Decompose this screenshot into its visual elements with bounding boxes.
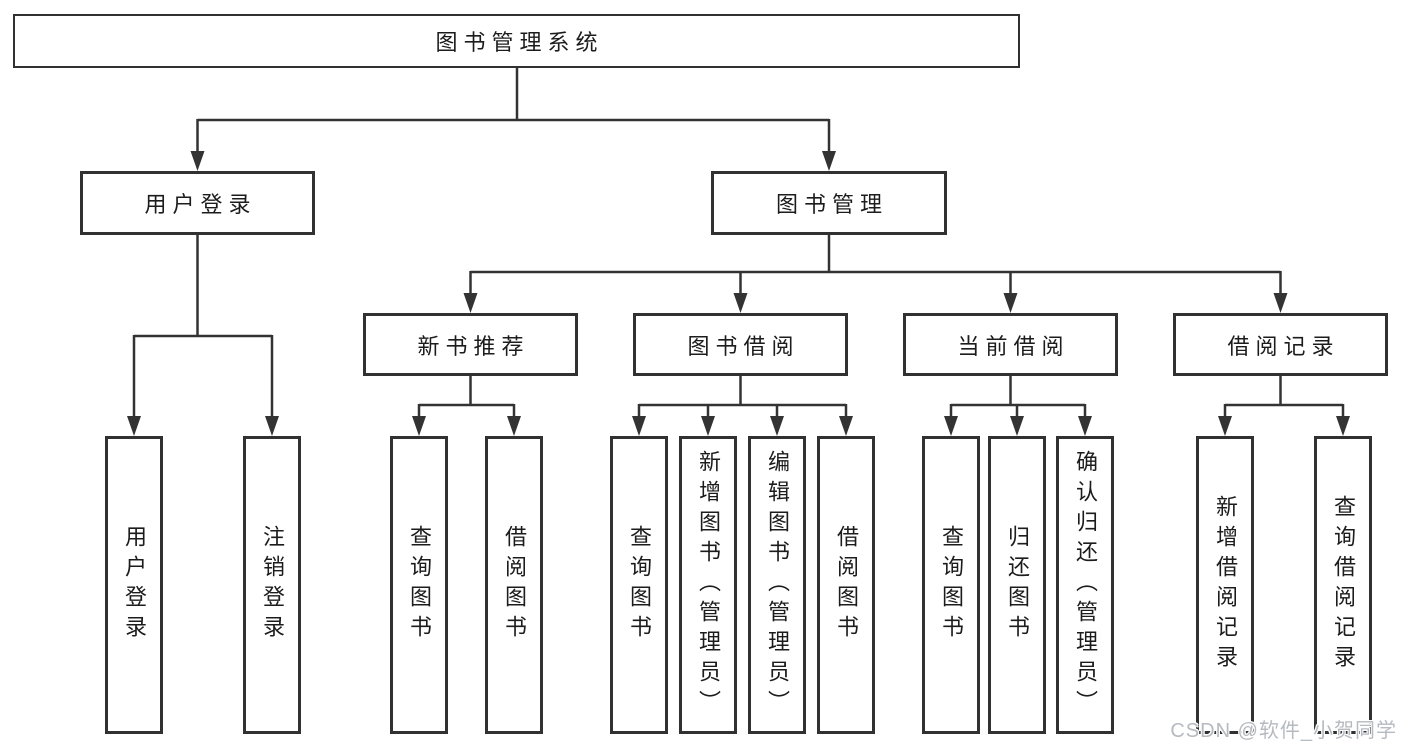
leaf-add-books-admin: 新增图书（管理员） xyxy=(679,436,737,734)
leaf-borrow-books-borrowing: 借阅图书 xyxy=(817,436,875,734)
leaf-edit-books-admin: 编辑图书（管理员） xyxy=(748,436,806,734)
node-label: 查询图书 xyxy=(939,525,964,645)
node-label: 借阅记录 xyxy=(1227,333,1340,359)
leaf-add-borrow-record: 新增借阅记录 xyxy=(1196,436,1254,734)
arrowhead-icons xyxy=(127,151,1350,436)
node-current-borrowing: 当前借阅 xyxy=(903,313,1118,376)
node-label: 用户登录 xyxy=(144,192,257,217)
node-borrowing-records: 借阅记录 xyxy=(1173,313,1388,376)
node-label: 借阅图书 xyxy=(502,525,527,645)
node-label: 新书推荐 xyxy=(417,333,530,359)
node-label: 确认归还（管理员） xyxy=(1073,450,1098,720)
node-book-management: 图书管理 xyxy=(711,171,947,235)
node-user-login: 用户登录 xyxy=(80,171,315,235)
leaf-query-books-borrowing: 查询图书 xyxy=(610,436,668,734)
tree-edges xyxy=(132,68,1345,419)
node-label: 查询借阅记录 xyxy=(1331,495,1356,675)
node-label: 归还图书 xyxy=(1005,525,1030,645)
node-label: 注销登录 xyxy=(260,525,285,645)
node-label: 图书管理 xyxy=(775,192,888,217)
node-label: 查询图书 xyxy=(407,525,432,645)
node-new-book-recommendation: 新书推荐 xyxy=(363,313,578,376)
leaf-borrow-books-recommend: 借阅图书 xyxy=(485,436,543,734)
node-label: 查询图书 xyxy=(627,525,652,645)
node-label: 用户登录 xyxy=(122,525,147,645)
node-label: 新增图书（管理员） xyxy=(696,450,721,720)
node-book-borrowing: 图书借阅 xyxy=(633,313,848,376)
node-label: 新增借阅记录 xyxy=(1213,495,1238,675)
leaf-query-books-current: 查询图书 xyxy=(922,436,980,734)
csdn-watermark: CSDN @软件_小贺同学 xyxy=(1170,720,1397,742)
leaf-logout: 注销登录 xyxy=(243,436,301,734)
node-label: 图书管理系统 xyxy=(435,30,604,55)
node-label: 借阅图书 xyxy=(834,525,859,645)
node-library-management-system: 图书管理系统 xyxy=(13,14,1020,68)
node-label: 图书借阅 xyxy=(687,333,800,359)
leaf-query-borrow-record: 查询借阅记录 xyxy=(1314,436,1372,734)
leaf-user-login: 用户登录 xyxy=(105,436,163,734)
node-label: 编辑图书（管理员） xyxy=(765,450,790,720)
leaf-confirm-return-admin: 确认归还（管理员） xyxy=(1056,436,1114,734)
leaf-return-books: 归还图书 xyxy=(988,436,1046,734)
node-label: 当前借阅 xyxy=(957,333,1070,359)
leaf-query-books-recommend: 查询图书 xyxy=(390,436,448,734)
